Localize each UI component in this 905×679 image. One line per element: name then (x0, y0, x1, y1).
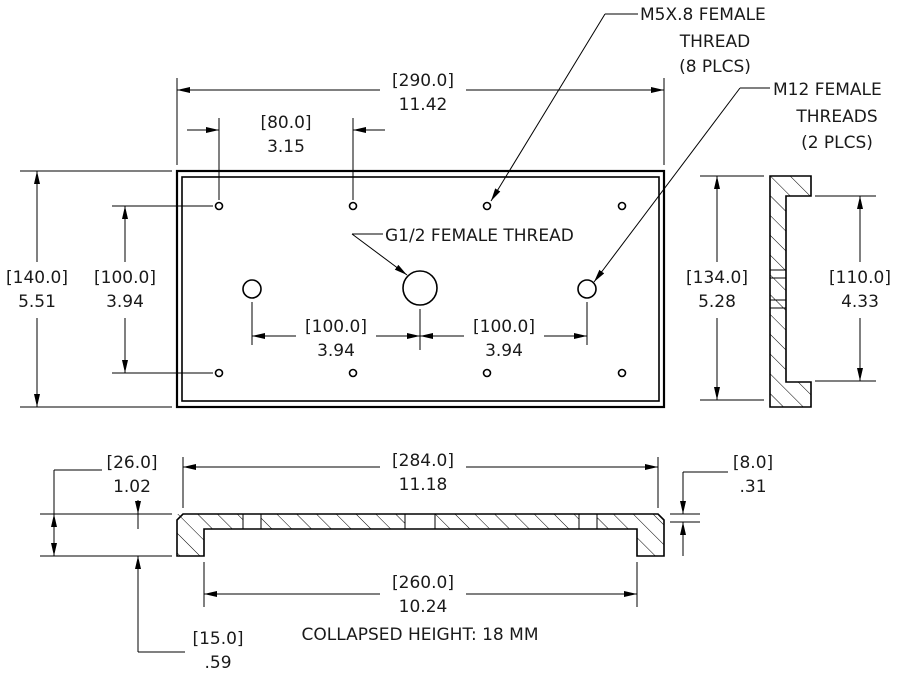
m5-hole (482, 201, 492, 211)
callout-m5-line1: M5X.8 FEMALE (640, 5, 766, 25)
dim-hole-y-in: 3.94 (106, 292, 144, 312)
dim-front-lip-mm: [8.0] (733, 453, 773, 473)
m5-hole (482, 368, 492, 378)
m5-hole (617, 368, 627, 378)
dim-side-height-in: 5.28 (698, 292, 736, 312)
dim-center-left-in: 3.94 (317, 341, 355, 361)
callout-m5-line2: THREAD (679, 32, 750, 52)
front-view (176, 513, 665, 557)
dim-front-width-in: 11.18 (399, 475, 448, 495)
plate-inner-edge (181, 176, 660, 402)
m12-hole-left (242, 279, 262, 299)
dim-hole-x-in: 3.15 (267, 137, 305, 157)
m5-hole (348, 368, 358, 378)
dim-side-threads-mm: [110.0] (829, 268, 891, 288)
collapsed-height-note: COLLAPSED HEIGHT: 18 MM (301, 625, 538, 645)
g12-port (402, 270, 438, 306)
m5-hole (214, 368, 224, 378)
callout-m12-line3: (2 PLCS) (801, 133, 873, 153)
m5-hole (348, 201, 358, 211)
callout-m12-line1: M12 FEMALE (773, 80, 882, 100)
m5-holes (214, 201, 627, 378)
dim-side-height-mm: [134.0] (686, 268, 748, 288)
side-view-dimensions: [134.0] 5.28 [110.0] 4.33 (686, 175, 891, 401)
m5-hole (617, 201, 627, 211)
dim-overall-height-mm: [140.0] (6, 268, 68, 288)
dim-front-base-in: .59 (204, 653, 231, 673)
dim-side-threads-in: 4.33 (841, 292, 879, 312)
dim-front-height-mm: [26.0] (106, 453, 157, 473)
m12-hole-right (577, 279, 597, 299)
callouts: M5X.8 FEMALE THREAD (8 PLCS) M12 FEMALE … (351, 5, 882, 283)
dim-center-right-mm: [100.0] (473, 317, 535, 337)
dim-front-base-mm: [15.0] (192, 629, 243, 649)
dim-overall-height-in: 5.51 (18, 292, 56, 312)
dim-center-left-mm: [100.0] (305, 317, 367, 337)
callout-m5-line3: (8 PLCS) (679, 57, 751, 77)
dim-overall-width-in: 11.42 (399, 95, 448, 115)
dim-front-lip-in: .31 (739, 477, 766, 497)
dim-hole-y-mm: [100.0] (94, 268, 156, 288)
top-view (175, 169, 666, 409)
top-view-dimensions: [290.0] 11.42 [80.0] 3.15 [140.0] 5.51 [… (6, 71, 665, 408)
dim-front-inner-mm: [260.0] (392, 573, 454, 593)
dim-center-right-in: 3.94 (485, 341, 523, 361)
callout-g12: G1/2 FEMALE THREAD (385, 226, 574, 246)
dim-front-inner-in: 10.24 (399, 597, 448, 617)
dim-hole-x-mm: [80.0] (260, 113, 311, 133)
callout-m12-line2: THREADS (795, 107, 877, 127)
front-view-dimensions: [26.0] 1.02 [284.0] 11.18 [8.0] .31 [260… (40, 451, 773, 673)
m5-hole (214, 201, 224, 211)
dim-overall-width-mm: [290.0] (392, 71, 454, 91)
dim-front-height-in: 1.02 (113, 477, 151, 497)
dim-front-width-mm: [284.0] (392, 451, 454, 471)
side-view (769, 175, 812, 408)
plate-outline (175, 169, 666, 409)
